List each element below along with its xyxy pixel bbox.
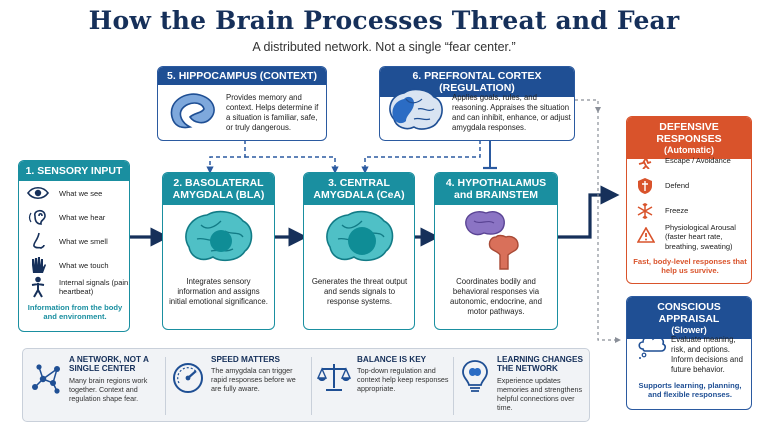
amygdala-bla-icon	[185, 210, 253, 262]
response-item: Physiological Arousal (faster heart rate…	[637, 223, 747, 251]
sense-label-internal: Internal signals (pain, heartbeat)	[59, 278, 130, 296]
dashed-prefrontal-to-cea	[361, 140, 481, 174]
key-point-text: Many brain regions work together. Contex…	[69, 375, 148, 403]
sense-label-hear: What we hear	[59, 212, 106, 222]
bla-text: Integrates sensory information and assig…	[169, 277, 268, 307]
dashed-to-defensive	[575, 99, 601, 113]
ear-icon	[28, 209, 46, 225]
key-point-title: SPEED MATTERS	[211, 355, 280, 364]
sense-item: What we hear	[27, 208, 105, 226]
conscious-appraisal-box: CONSCIOUS APPRAISAL (Slower) Evaluate me…	[626, 296, 752, 410]
key-point-learning: LEARNING CHANGES THE NETWORK Experience …	[459, 355, 587, 417]
hippocampus-header: 5. HIPPOCAMPUS (CONTEXT)	[158, 67, 326, 86]
key-point-speed: SPEED MATTERS The amygdala can trigger r…	[171, 355, 307, 417]
arrow-to-defensive	[558, 185, 620, 239]
response-label-defend: Defend	[665, 181, 690, 191]
prefrontal-box: 6. PREFRONTAL CORTEX (REGULATION) Applie…	[379, 66, 575, 141]
sensory-header: 1. SENSORY INPUT	[19, 161, 129, 182]
key-points-strip: A NETWORK, NOT A SINGLE CENTER Many brai…	[22, 348, 590, 422]
amygdala-cea-icon	[326, 210, 394, 262]
key-point-network: A NETWORK, NOT A SINGLE CENTER Many brai…	[29, 355, 161, 417]
sense-label-smell: What we smell	[59, 236, 108, 246]
hypothalamus-brainstem-icon	[465, 211, 519, 270]
hippocampus-box: 5. HIPPOCAMPUS (CONTEXT) Provides memory…	[157, 66, 327, 141]
hypothalamus-text: Coordinates bodily and behavioral respon…	[450, 277, 542, 317]
defensive-responses-box: DEFENSIVE RESPONSES (Automatic) Escape /…	[626, 116, 752, 284]
dashed-hippocampus-to-bla	[206, 140, 246, 174]
page-title: How the Brain Processes Threat and Fear	[88, 6, 680, 35]
defensive-footer: Fast, body-level responses that help us …	[633, 257, 747, 276]
hypothalamus-box: 4. HYPOTHALAMUS and BRAINSTEM Coordinate…	[434, 172, 558, 330]
snowflake-icon	[637, 203, 653, 219]
defensive-subheader: (Automatic)	[664, 145, 714, 156]
conscious-header-block: CONSCIOUS APPRAISAL (Slower)	[627, 297, 751, 340]
prefrontal-header: 6. PREFRONTAL CORTEX (REGULATION)	[380, 67, 574, 98]
sense-item: What we see	[27, 186, 102, 200]
nose-icon	[33, 232, 45, 250]
shield-icon	[638, 178, 652, 194]
key-point-text: Experience updates memories and strength…	[497, 375, 583, 412]
response-label-arousal: Physiological Arousal (faster heart rate…	[665, 223, 736, 251]
key-point-balance: BALANCE IS KEY Top-down regulation and c…	[317, 355, 449, 417]
cea-box: 3. CENTRAL AMYGDALA (CeA) Generates the …	[303, 172, 415, 330]
bla-header: 2. BASOLATERAL AMYGDALA (BLA)	[163, 173, 274, 205]
response-label-escape: Escape / Avoidance	[665, 156, 731, 166]
warning-icon	[637, 227, 655, 243]
sense-item: Internal signals (pain, heartbeat)	[27, 276, 130, 298]
response-label-freeze: Freeze	[665, 206, 689, 216]
lightbulb-brain-icon	[462, 360, 488, 392]
network-icon	[32, 364, 60, 394]
response-item: Defend	[637, 177, 689, 195]
conscious-subheader: (Slower)	[671, 325, 707, 336]
eye-icon	[27, 186, 49, 200]
cea-text: Generates the threat output and sends si…	[311, 277, 408, 307]
gauge-icon	[173, 363, 203, 393]
conscious-header: CONSCIOUS APPRAISAL	[657, 301, 721, 326]
hippocampus-text: Provides memory and context. Helps deter…	[226, 93, 319, 133]
response-item: Escape / Avoidance	[637, 153, 731, 169]
sensory-input-box: 1. SENSORY INPUT What we see What we hea…	[18, 160, 130, 332]
hypothalamus-header: 4. HYPOTHALAMUS and BRAINSTEM	[435, 173, 557, 205]
dashed-hippocampus-to-cea	[245, 156, 339, 174]
dashed-to-conscious	[597, 110, 621, 343]
prefrontal-text: Applies goals, rules, and reasoning. App…	[452, 93, 571, 133]
sense-label-touch: What we touch	[59, 260, 109, 270]
bla-box: 2. BASOLATERAL AMYGDALA (BLA) Integrates…	[162, 172, 275, 330]
conscious-text: Evaluate meaning, risk, and options. Inf…	[671, 335, 743, 375]
key-point-text: The amygdala can trigger rapid responses…	[211, 366, 296, 394]
scale-icon	[317, 364, 351, 391]
defensive-header: DEFENSIVE RESPONSES	[656, 121, 722, 146]
hand-icon	[32, 257, 46, 273]
cea-header: 3. CENTRAL AMYGDALA (CeA)	[304, 173, 414, 205]
key-point-title: A NETWORK, NOT A SINGLE CENTER	[69, 355, 149, 374]
key-point-title: BALANCE IS KEY	[357, 355, 427, 364]
body-icon	[31, 276, 45, 298]
page-subtitle: A distributed network. Not a single “fea…	[252, 40, 516, 54]
running-person-icon	[638, 153, 652, 169]
conscious-footer: Supports learning, planning, and flexibl…	[638, 381, 742, 400]
sense-label-see: What we see	[59, 188, 103, 198]
sensory-footer: Information from the body and environmen…	[27, 303, 123, 322]
hippocampus-icon	[170, 93, 215, 129]
thought-cloud-icon	[638, 335, 666, 359]
defensive-header-block: DEFENSIVE RESPONSES (Automatic)	[627, 117, 751, 160]
key-point-text: Top-down regulation and context help kee…	[357, 366, 449, 394]
response-item: Freeze	[637, 203, 688, 219]
prefrontal-brain-icon	[389, 88, 443, 130]
sense-item: What we touch	[27, 256, 109, 274]
key-point-title: LEARNING CHANGES THE NETWORK	[497, 355, 583, 374]
sense-item: What we smell	[27, 232, 108, 250]
